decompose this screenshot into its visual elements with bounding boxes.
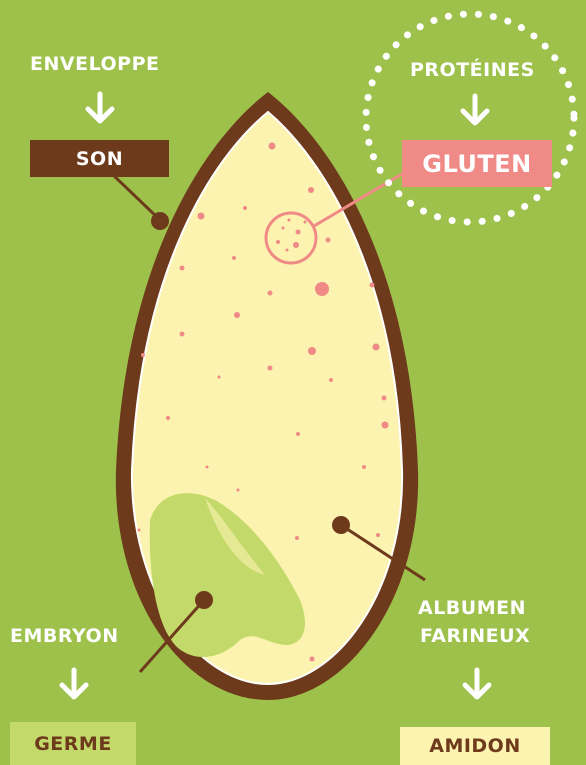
arrow-down-icon [457, 666, 497, 706]
embryon-connector-dot [195, 591, 213, 609]
son-connector-dot [151, 212, 169, 230]
gluten-box: GLUTEN [402, 140, 552, 187]
arrow-down-icon [455, 92, 495, 132]
albumen-connector-dot [332, 516, 350, 534]
germe-box: GERME [10, 722, 136, 765]
son-connector [110, 172, 160, 220]
arrow-down-icon [54, 666, 94, 706]
arrow-down-icon [80, 90, 120, 130]
amidon-box: AMIDON [400, 727, 550, 765]
son-box: SON [30, 140, 169, 177]
embryon-label: EMBRYON [10, 624, 119, 648]
proteines-label: PROTÉINES [410, 58, 535, 82]
enveloppe-label: ENVELOPPE [30, 52, 159, 76]
albumen-label-line1: ALBUMEN [418, 596, 526, 620]
albumen-label-line2: FARINEUX [420, 624, 530, 648]
